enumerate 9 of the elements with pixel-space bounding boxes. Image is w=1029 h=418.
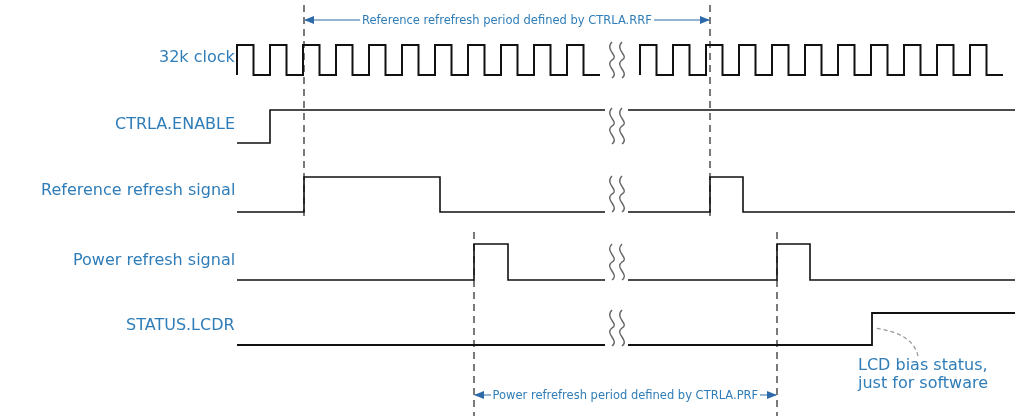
signal-name: STATUS.LCDR [126, 316, 235, 335]
signal-name: CTRLA.ENABLE [115, 115, 236, 134]
signal-name: Power refresh signal [73, 251, 236, 270]
dimension-label: Power refrefresh period defined by CTRLA.PRF [490, 388, 761, 402]
signal-waveform [236, 312, 1016, 346]
annotation-text: LCD bias status, just for software [858, 356, 1008, 393]
signal-name: 32k clock [159, 48, 235, 67]
dimension-label: Reference refrefresh period defined by CTRLA.RRF [360, 13, 654, 27]
signal-name: Reference refresh signal [41, 181, 236, 200]
